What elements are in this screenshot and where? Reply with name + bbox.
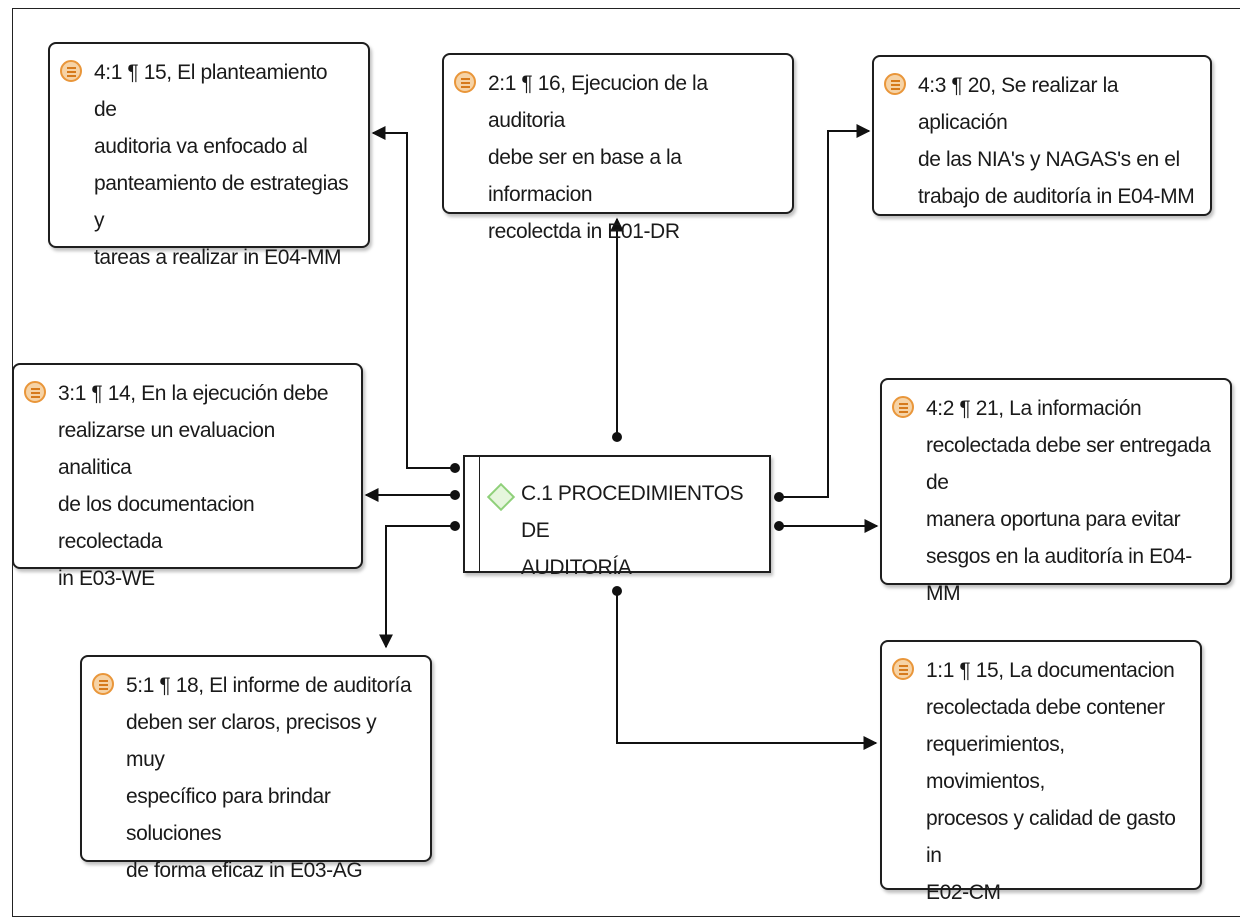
code-node-stripe: [479, 457, 480, 571]
link-origin-dot: [450, 521, 460, 531]
quotation-icon: [884, 73, 906, 95]
quotation-icon: [92, 673, 114, 695]
quotation-node[interactable]: 3:1 ¶ 14, En la ejecución debe realizars…: [12, 363, 363, 590]
quotation-node[interactable]: 4:1 ¶ 15, El planteamiento de auditoria …: [48, 42, 370, 269]
link-to-q-4-3: [779, 124, 871, 498]
quotation-node[interactable]: 1:1 ¶ 15, La documentacion recolectada d…: [880, 640, 1202, 904]
link-origin-dot: [612, 586, 622, 596]
code-node[interactable]: C.1 PROCEDIMIENTOS DE AUDITORÍA: [463, 455, 771, 579]
quotation-text: 2:1 ¶ 16, Ejecucion de la auditoria debe…: [488, 72, 708, 243]
link-to-q-5-1: [379, 525, 455, 649]
quotation-text: 4:1 ¶ 15, El planteamiento de auditoria …: [94, 61, 349, 269]
link-to-q-4-1: [371, 126, 455, 469]
link-origin-dot: [774, 521, 784, 531]
quotation-node[interactable]: 4:3 ¶ 20, Se realizar la aplicación de l…: [872, 55, 1212, 216]
quotation-text: 1:1 ¶ 15, La documentacion recolectada d…: [926, 659, 1176, 904]
link-origin-dot: [450, 463, 460, 473]
diamond-code-icon: [486, 482, 516, 512]
link-origin-dot: [450, 490, 460, 500]
code-node-label: C.1 PROCEDIMIENTOS DE AUDITORÍA: [521, 482, 744, 579]
quotation-node[interactable]: 5:1 ¶ 18, El informe de auditoría deben …: [80, 655, 432, 882]
quotation-text: 3:1 ¶ 14, En la ejecución debe realizars…: [58, 382, 329, 590]
quotation-text: 5:1 ¶ 18, El informe de auditoría deben …: [126, 674, 412, 882]
quotation-icon: [454, 71, 476, 93]
quotation-text: 4:3 ¶ 20, Se realizar la aplicación de l…: [918, 74, 1195, 208]
quotation-icon: [60, 60, 82, 82]
quotation-icon: [24, 381, 46, 403]
quotation-node[interactable]: 2:1 ¶ 16, Ejecucion de la auditoria debe…: [442, 53, 794, 243]
link-to-q-1-1: [616, 591, 878, 750]
quotation-icon: [892, 658, 914, 680]
link-origin-dot: [774, 492, 784, 502]
quotation-icon: [892, 396, 914, 418]
quotation-node[interactable]: 4:2 ¶ 21, La información recolectada deb…: [880, 378, 1232, 605]
quotation-text: 4:2 ¶ 21, La información recolectada deb…: [926, 397, 1211, 605]
link-origin-dot: [612, 432, 622, 442]
